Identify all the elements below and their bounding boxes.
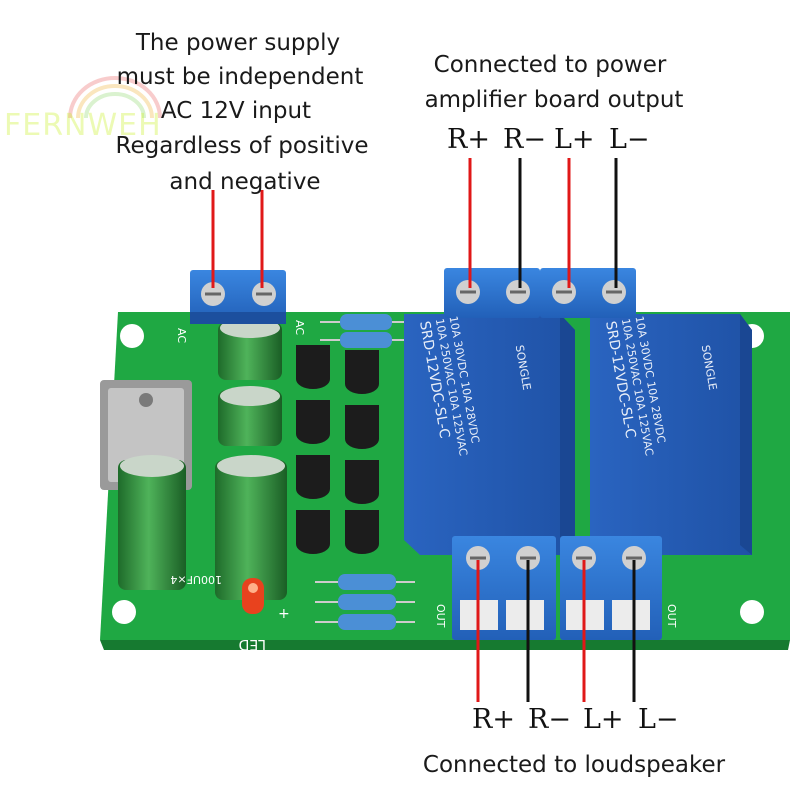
amp-terminal-label-l-minus: L− (609, 124, 650, 155)
out-right-label: OUT (665, 604, 678, 628)
amp-terminal-label-r-plus: R+ (447, 124, 490, 155)
watermark-arc (68, 76, 162, 119)
speaker-terminal-label-l-plus: L+ (583, 704, 624, 735)
power-note-line-4: Regardless of positive (115, 133, 369, 159)
wires (211, 158, 636, 702)
watermark-logo: FERNWEH (4, 108, 162, 143)
speaker-terminal-label-l-minus: L− (638, 704, 679, 735)
power-note-line-2: must be independent (116, 64, 364, 90)
amp-terminal-label-r-minus: R− (503, 124, 546, 155)
resistors (315, 314, 415, 630)
led (242, 578, 264, 614)
speaker-terminal-label-r-plus: R+ (472, 704, 515, 735)
led-label: LED (239, 636, 266, 652)
amp-caption-line-2: amplifier board output (424, 87, 684, 113)
power-note-line-5: and negative (169, 169, 321, 195)
relay-left (404, 314, 575, 555)
led-plus-label: + (278, 606, 290, 622)
speaker-caption: Connected to loudspeaker (422, 752, 726, 778)
power-note-line-3: AC 12V input (160, 98, 312, 124)
amp-terminal-label-l-plus: L+ (554, 124, 595, 155)
terminal-screws (201, 280, 646, 570)
capacitor-note: 100UF×4 (170, 573, 222, 586)
amp-caption-line-1: Connected to power (433, 52, 667, 78)
power-note-line-1: The power supply (135, 30, 341, 56)
ac-right-label: AC (293, 320, 306, 335)
speaker-terminal-label-r-minus: R− (528, 704, 571, 735)
relay-right (590, 314, 752, 555)
ac-left-label: AC (175, 328, 188, 343)
out-left-label: OUT (434, 604, 447, 628)
transistors (296, 345, 379, 554)
